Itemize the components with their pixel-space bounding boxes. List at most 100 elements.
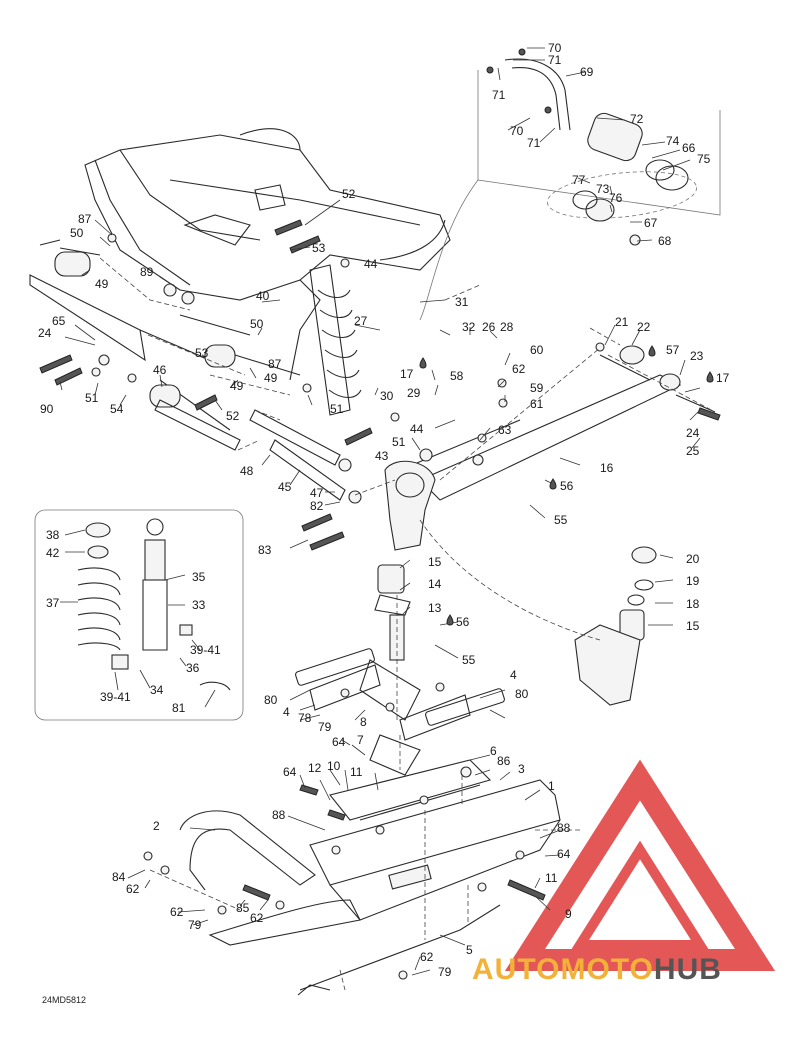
callout-9: 9 [565,907,572,921]
callout-5: 5 [466,943,473,957]
callout-49b: 49 [230,379,244,393]
callout-13: 13 [428,601,442,615]
callout-14: 14 [428,577,442,591]
callout-44b: 44 [410,422,424,436]
callout-71b: 71 [492,88,506,102]
callout-1: 1 [548,779,555,793]
callout-26: 26 [482,320,496,334]
callout-67: 67 [644,216,658,230]
ski-assembly [179,759,561,996]
callout-83: 83 [258,543,272,557]
callout-70a: 70 [548,41,562,55]
callout-71a: 71 [548,53,562,67]
callout-3: 3 [518,762,525,776]
callout-11b: 11 [545,871,558,885]
callout-84: 84 [112,870,126,884]
callout-70b: 70 [510,124,524,138]
callout-80b: 80 [515,687,529,701]
callout-10: 10 [327,759,341,773]
callout-64a: 64 [332,735,346,749]
fasteners [39,219,721,980]
lower-a-arm [399,345,716,501]
callout-57: 57 [666,343,680,357]
callout-27: 27 [354,314,368,328]
callout-7: 7 [357,733,364,747]
callout-24b: 24 [686,426,700,440]
callout-78: 78 [298,711,312,725]
steering-column-assembly [486,48,698,246]
callout-16: 16 [600,461,614,475]
callout-77: 77 [572,173,586,187]
watermark-brand-part1: AUTOMOTO [472,953,654,986]
inset-frame-steering [419,70,721,321]
callout-36: 36 [186,661,200,675]
callout-66: 66 [682,141,696,155]
callout-85: 85 [236,901,250,915]
callout-68: 68 [658,234,672,248]
grease-icon-17b [706,371,714,383]
callout-52a: 52 [342,187,356,201]
chassis-frame [84,128,451,381]
callout-15a: 15 [428,555,442,569]
callout-59: 59 [530,381,544,395]
callout-43: 43 [375,449,389,463]
callout-69: 69 [580,65,594,79]
grease-drop-icons [419,345,714,626]
callout-53a: 53 [312,241,326,255]
callout-79a: 79 [318,720,332,734]
callout-2: 2 [153,819,160,833]
callout-62a: 62 [512,362,526,376]
callout-54: 54 [110,402,124,416]
callout-44a: 44 [364,257,378,271]
callout-25: 25 [686,444,700,458]
callout-89: 89 [140,265,154,279]
callout-6: 6 [490,744,497,758]
callout-75: 75 [697,152,711,166]
callout-87a: 87 [78,212,92,226]
radius-rods [29,239,346,501]
inset-shock-exploded [34,509,244,721]
callout-73: 73 [596,182,610,196]
grease-icon-17a [419,357,427,369]
callout-50b: 50 [250,317,264,331]
callout-12: 12 [308,761,322,775]
callout-29: 29 [407,386,421,400]
callout-88a: 88 [272,808,286,822]
callout-47: 47 [310,486,324,500]
watermark-brand-part2: HUB [653,953,722,986]
spindle-detail-right [574,546,657,706]
callout-56a: 56 [560,479,574,493]
callout-32: 32 [462,320,476,334]
callout-23: 23 [690,349,704,363]
assembly-dashed-lines [99,257,716,991]
callout-21: 21 [615,315,629,329]
callout-71c: 71 [527,136,541,150]
watermark-brand: AUTOMOTOHUB [472,953,722,987]
grease-icon-56b [446,614,454,626]
callout-62c: 62 [170,905,184,919]
spindle-knuckle [359,460,436,721]
callout-64b: 64 [283,765,297,779]
callout-49a: 49 [95,277,109,291]
callout-45: 45 [278,480,292,494]
callout-34: 34 [150,683,164,697]
callout-19: 19 [686,574,700,588]
callout-30: 30 [380,389,394,403]
callout-42: 42 [46,546,60,560]
callout-65: 65 [52,314,66,328]
callout-86: 86 [497,754,511,768]
callout-80a: 80 [264,693,278,707]
grease-icon-57 [648,345,656,357]
callout-49c: 49 [264,371,278,385]
callout-38: 38 [46,528,60,542]
callout-72: 72 [630,112,644,126]
callout-17b: 17 [716,371,730,385]
grease-icon-56a [549,478,557,490]
callout-51a: 51 [85,391,99,405]
callout-60: 60 [530,343,544,357]
callout-51b: 51 [330,402,344,416]
callout-24a: 24 [38,326,52,340]
callout-55a: 55 [554,513,568,527]
callout-4a: 4 [510,668,517,682]
